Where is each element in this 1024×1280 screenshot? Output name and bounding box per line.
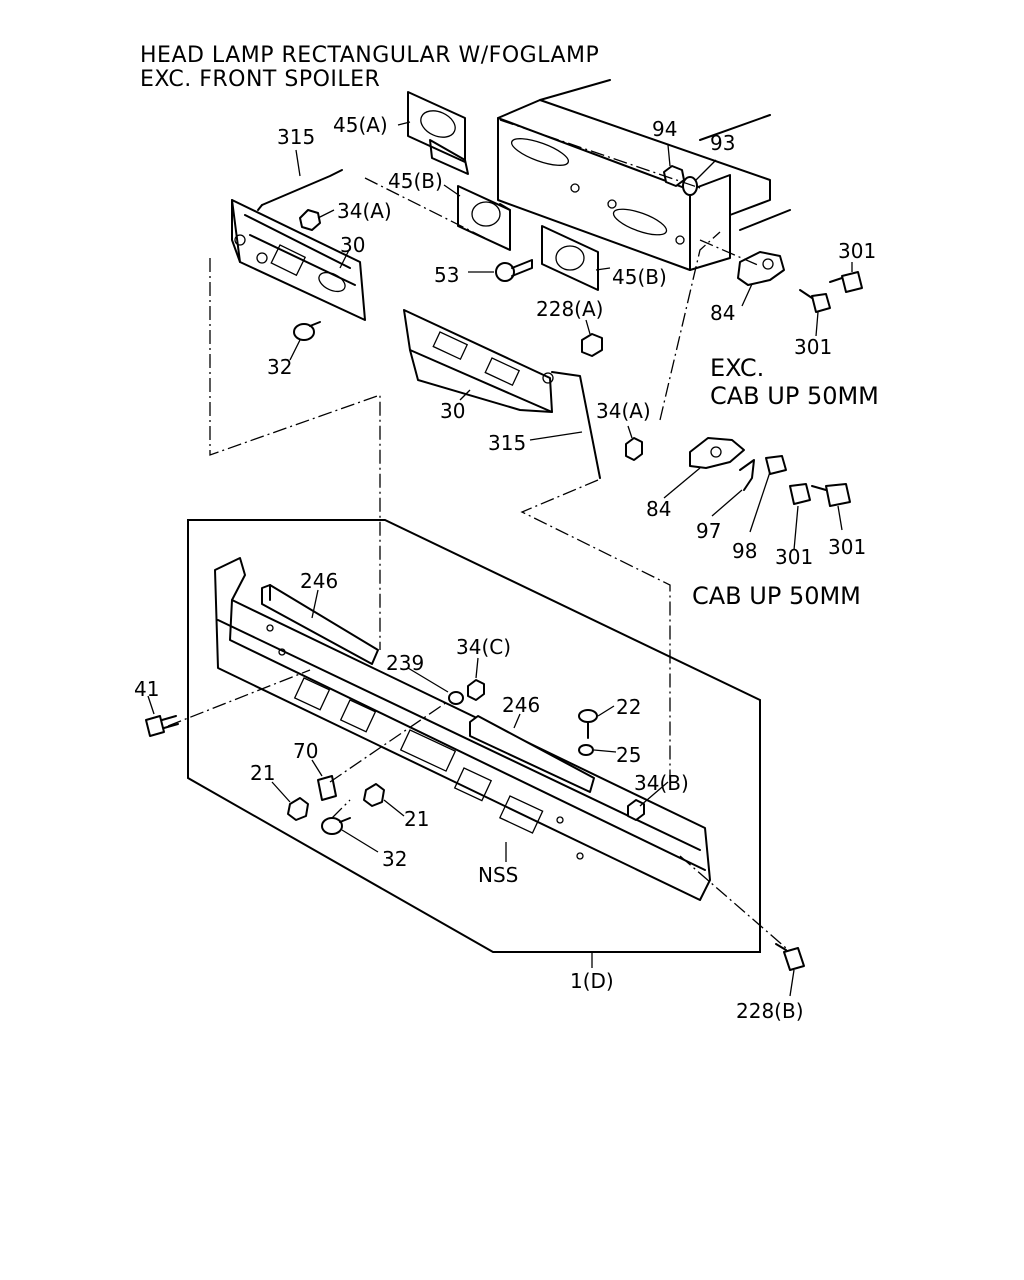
label-315-middle: 315 — [488, 431, 526, 455]
label-30-upper: 30 — [340, 233, 365, 257]
label-97: 97 — [696, 519, 721, 543]
header-title-line2: EXC. FRONT SPOILER — [140, 67, 380, 92]
label-34b: 34(B) — [634, 771, 689, 795]
label-246-right: 246 — [502, 693, 540, 717]
bolt-301-upper-a — [829, 271, 863, 293]
note-cab-up: CAB UP 50MM — [692, 582, 861, 610]
reinforcement-246-right — [469, 715, 595, 793]
label-94: 94 — [652, 117, 677, 141]
nut-21-right — [363, 783, 385, 807]
nut-34c — [467, 679, 485, 701]
part-labels: 315 45(A) 45(B) 34(A) 30 32 53 45(B) 94 … — [134, 113, 876, 1023]
label-45a: 45(A) — [333, 113, 388, 137]
label-228b: 228(B) — [736, 999, 804, 1023]
chassis-frame — [497, 79, 791, 271]
nut-21-left — [287, 797, 309, 821]
bracket-45b-right — [541, 225, 599, 291]
nut-34a-upper — [299, 209, 321, 231]
label-45b-left: 45(B) — [388, 169, 443, 193]
bracket-45a — [407, 91, 469, 175]
clip-70 — [317, 775, 337, 801]
washer-239 — [448, 691, 464, 705]
washer-93 — [682, 176, 698, 196]
label-25: 25 — [616, 743, 641, 767]
plate-98 — [765, 455, 787, 475]
note-exc-line2: CAB UP 50MM — [710, 382, 879, 410]
label-315-upper: 315 — [277, 125, 315, 149]
label-70: 70 — [293, 739, 318, 763]
label-84-upper: 84 — [710, 301, 735, 325]
label-246-left: 246 — [300, 569, 338, 593]
label-301-lower-a: 301 — [775, 545, 813, 569]
label-1d: 1(D) — [570, 969, 614, 993]
rod-315-upper — [257, 169, 343, 211]
pin-97 — [739, 459, 755, 491]
label-301-upper-b: 301 — [794, 335, 832, 359]
bolt-228b — [775, 943, 805, 971]
bolt-22 — [578, 709, 598, 739]
label-239: 239 — [386, 651, 424, 675]
label-32-lower: 32 — [382, 847, 407, 871]
bolt-301-upper-b — [799, 289, 831, 313]
label-45b-right: 45(B) — [612, 265, 667, 289]
nut-94 — [663, 165, 685, 187]
label-34a-upper: 34(A) — [337, 199, 392, 223]
label-30-middle: 30 — [440, 399, 465, 423]
label-84-lower: 84 — [646, 497, 671, 521]
tow-hook-84-upper — [737, 251, 785, 286]
nut-228a — [581, 333, 603, 357]
label-93: 93 — [710, 131, 735, 155]
bolt-32-upper — [293, 321, 321, 341]
bracket-30-middle — [403, 309, 554, 413]
reinforcement-246-left — [261, 584, 379, 665]
label-34c: 34(C) — [456, 635, 511, 659]
assembly-center-lines — [167, 119, 787, 949]
label-53: 53 — [434, 263, 459, 287]
label-98: 98 — [732, 539, 757, 563]
bolt-41 — [145, 715, 179, 737]
nut-34b — [627, 799, 645, 821]
label-32-upper: 32 — [267, 355, 292, 379]
leader-lines — [147, 121, 853, 997]
bolt-301-lower-a — [789, 483, 811, 505]
label-301-lower-b: 301 — [828, 535, 866, 559]
label-34a-middle: 34(A) — [596, 399, 651, 423]
label-nss: NSS — [478, 863, 518, 887]
label-21-right: 21 — [404, 807, 429, 831]
header-title-line1: HEAD LAMP RECTANGULAR W/FOGLAMP — [140, 43, 599, 68]
label-301-upper-a: 301 — [838, 239, 876, 263]
label-22: 22 — [616, 695, 641, 719]
label-228a: 228(A) — [536, 297, 603, 321]
bolt-53 — [495, 259, 533, 282]
bumper-nss — [214, 557, 711, 901]
label-21-left: 21 — [250, 761, 275, 785]
rod-315-middle — [551, 371, 601, 479]
bracket-45b-left — [457, 185, 511, 251]
assembly-frame-1d — [187, 519, 761, 953]
note-exc-line1: EXC. — [710, 354, 764, 382]
tow-hook-84-lower — [689, 437, 745, 469]
label-41: 41 — [134, 677, 159, 701]
washer-25 — [578, 744, 594, 756]
nut-34a-middle — [625, 437, 643, 461]
bolt-301-lower-b — [811, 483, 851, 507]
bracket-30-upper — [231, 199, 366, 321]
